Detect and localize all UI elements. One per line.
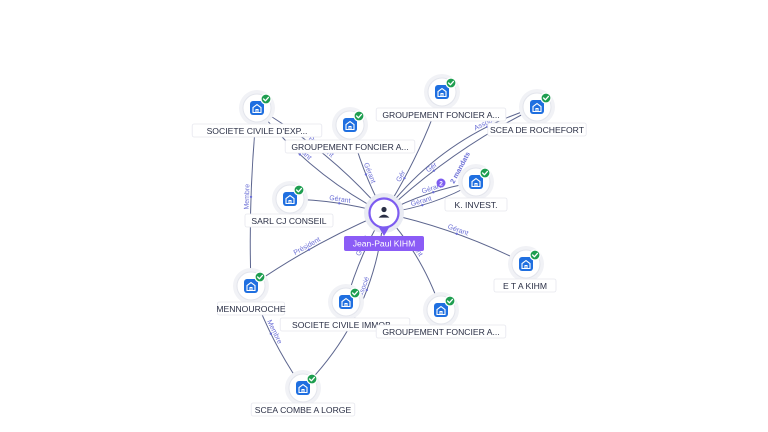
edge-marker [338, 202, 341, 205]
mandates-count: 2 [439, 181, 443, 188]
edge-label: Gérant [410, 195, 433, 208]
company-node[interactable]: SARL CJ CONSEIL [244, 181, 334, 228]
company-node[interactable]: MENNOUROCHE [216, 268, 286, 316]
verified-check-icon [529, 249, 541, 261]
node-label-box [284, 139, 416, 154]
company-node[interactable]: K. INVEST. [444, 164, 508, 212]
verified-check-icon [353, 110, 365, 122]
edge-marker [432, 190, 435, 194]
center-name: Jean-Paul KIHM [353, 239, 416, 249]
node-label-box [487, 122, 587, 137]
company-name: SOCIETE CIVILE D'EXP... [207, 126, 308, 136]
verified-check-icon [445, 77, 457, 89]
edge-label: Gérant [329, 195, 351, 205]
edge-marker [364, 173, 368, 176]
company-node[interactable]: GROUPEMENT FONCIER A... [375, 292, 507, 339]
edge-marker [249, 195, 253, 199]
edge-marker [455, 232, 458, 235]
relation-edge [383, 106, 538, 214]
center-circle [368, 197, 400, 229]
verified-check-icon [306, 373, 318, 385]
company-node[interactable]: SOCIETE CIVILE IMMOB... [279, 284, 411, 332]
company-node[interactable]: SCEA COMBE A LORGE [250, 370, 356, 417]
verified-check-icon [254, 271, 266, 283]
company-icon [296, 381, 310, 395]
company-name: MENNOUROCHE [216, 304, 285, 314]
node-label-box [216, 301, 285, 316]
relation-edge [383, 106, 538, 214]
person-icon [378, 206, 390, 218]
company-icon [339, 295, 353, 309]
company-icon [530, 100, 544, 114]
edge-marker [403, 176, 406, 180]
node-label-box [244, 213, 334, 228]
center-label-box [344, 236, 424, 251]
node-label-box [375, 324, 507, 339]
company-name: K. INVEST. [455, 200, 498, 210]
verified-check-icon [349, 287, 361, 299]
edge-marker [307, 248, 311, 251]
company-node[interactable]: SCEA DE ROCHEFORT [487, 89, 587, 137]
nodes-layer: SOCIETE CIVILE D'EXP... GROUPEMENT FONCIE… [191, 74, 587, 417]
edge-label: Gérant [362, 162, 376, 185]
company-name: SCEA COMBE A LORGE [255, 405, 352, 415]
company-icon [519, 257, 533, 271]
edge-label: Président [293, 236, 322, 257]
company-icon [244, 279, 258, 293]
company-icon [435, 85, 449, 99]
verified-check-icon [293, 184, 305, 196]
verified-check-icon [479, 167, 491, 179]
edge-label: Gérant [447, 224, 470, 238]
company-name: GROUPEMENT FONCIER A... [382, 110, 499, 120]
company-name: SCEA DE ROCHEFORT [490, 125, 585, 135]
mandates-count-circle [436, 178, 446, 188]
edge-marker [421, 203, 424, 207]
edge-label: Membre [244, 184, 252, 210]
company-node[interactable]: GROUPEMENT FONCIER A... [375, 74, 507, 122]
company-icon [250, 101, 264, 115]
node-label-box [444, 197, 508, 212]
company-name: SARL CJ CONSEIL [251, 216, 326, 226]
company-name: E T A KIHM [503, 281, 547, 291]
company-icon [343, 118, 357, 132]
company-icon [283, 192, 297, 206]
company-name: GROUPEMENT FONCIER A... [382, 327, 499, 337]
company-icon [434, 303, 448, 317]
edge-marker [269, 332, 273, 335]
edge-marker [432, 169, 436, 172]
center-person-node[interactable]: Jean-Paul KIHM [344, 193, 424, 251]
company-name: SOCIETE CIVILE IMMOB... [292, 320, 398, 330]
company-node[interactable]: E T A KIHM [493, 246, 557, 293]
company-name: GROUPEMENT FONCIER A... [291, 142, 408, 152]
edge-marker [365, 288, 369, 292]
company-node[interactable]: SOCIETE CIVILE D'EXP... [191, 90, 323, 138]
verified-check-icon [540, 92, 552, 104]
verified-check-icon [444, 295, 456, 307]
node-label-box [250, 402, 356, 417]
company-node[interactable]: GROUPEMENT FONCIER A... [284, 107, 416, 154]
node-label-box [375, 107, 507, 122]
node-label-box [493, 278, 557, 293]
center-pin [378, 226, 390, 236]
node-label-box [191, 123, 323, 138]
edge-marker [298, 153, 302, 156]
verified-check-icon [260, 93, 272, 105]
company-icon [469, 175, 483, 189]
